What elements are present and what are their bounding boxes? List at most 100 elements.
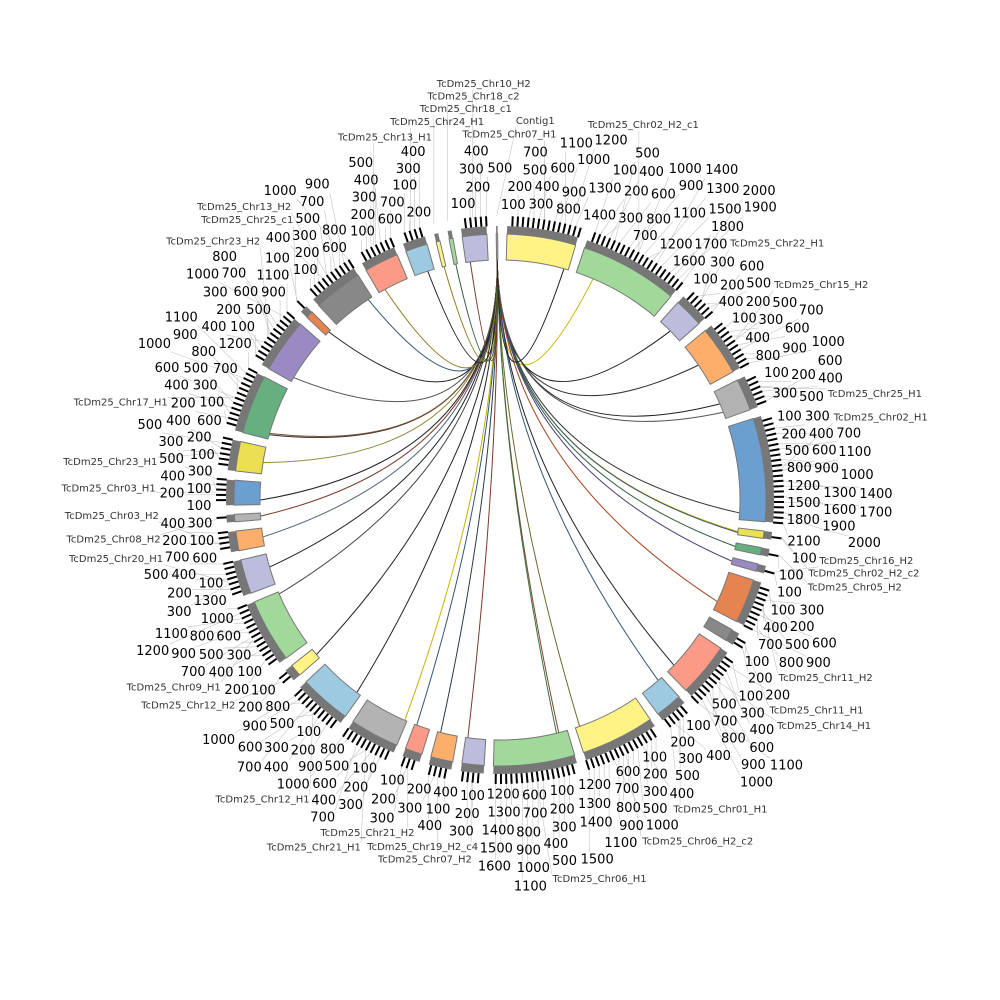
segment-ideogram[interactable] [495,233,499,261]
segment-ideogram[interactable] [240,553,276,594]
tick-mark [355,735,363,746]
segment-ideogram[interactable] [713,379,751,420]
segment-ideogram[interactable] [727,417,767,523]
segment-ideogram[interactable] [242,376,288,440]
tick-label: 500 [246,303,271,318]
label-leader-line [783,496,824,504]
label-leader-line [754,624,780,657]
segment-ideogram[interactable] [233,479,262,506]
tick-mark [384,239,391,250]
segment-tcdm25_chr09_h1[interactable]: 1002003004005006007008009001000110012001… [126,591,308,698]
label-leader-line [261,707,307,761]
segment-ideogram[interactable] [365,254,408,294]
segment-ideogram[interactable] [317,274,373,326]
segment-ideogram[interactable] [730,557,759,572]
segment-label: TcDm25_Chr18_c1 [419,104,512,115]
segment-ideogram[interactable] [659,301,700,342]
segment-ideogram[interactable] [448,237,459,266]
segment-ideogram[interactable] [492,729,576,767]
tick-band [246,601,287,663]
segment-ideogram[interactable] [305,663,362,718]
segment-ideogram[interactable] [404,723,431,755]
segment-ideogram[interactable] [703,616,733,642]
segment-ideogram[interactable] [574,697,652,754]
segment-tcdm25_chr12_h1[interactable]: 1002003004005006007008009001000TcDm25_Ch… [202,663,362,806]
segment-ideogram[interactable] [575,247,672,317]
label-leader-line [215,359,240,388]
link-10 [496,260,718,603]
segment-ideogram[interactable] [306,311,332,336]
segment-ideogram[interactable] [430,731,458,763]
label-leader-line [619,202,652,243]
tick-label: 700 [758,638,783,653]
segment-tcdm25_chr06_h1[interactable]: 1002003004005006007008009001000110012001… [478,729,647,894]
segment-ideogram[interactable] [641,676,680,715]
segment-ideogram[interactable] [253,591,308,659]
tick-label: 100 [296,725,321,740]
tick-mark [745,619,756,626]
link-11 [496,260,675,666]
label-leader-line [197,342,242,384]
segment-ideogram[interactable] [461,233,489,264]
segment-ideogram[interactable] [666,633,722,692]
segment-ideogram[interactable] [684,329,734,385]
segment-ideogram[interactable] [435,240,447,268]
segment-ideogram[interactable] [712,571,755,623]
tick-label: 900 [173,328,198,343]
segment-ideogram[interactable] [235,440,267,475]
segment-ideogram[interactable] [736,527,765,540]
segment-tcdm25_chr02_h2_c1[interactable]: 1002003004005006007008009001000110012001… [575,120,777,317]
tick-band [496,226,498,235]
segment-tcdm25_chr18_c1[interactable]: TcDm25_Chr18_c1 [419,104,512,268]
tick-label: 200 [344,780,369,795]
segment-ideogram[interactable] [233,512,262,523]
segment-tcdm25_chr21_h1[interactable]: 1002003004005006007008009001000TcDm25_Ch… [266,699,408,854]
segment-ideogram[interactable] [352,699,408,746]
segment-tcdm25_chr13_h2[interactable]: 1002003004005006007008009001000TcDm25_Ch… [196,178,373,326]
tick-label: 300 [805,410,830,425]
segment-label: TcDm25_Chr10_H2 [436,79,531,90]
segment-tcdm25_chr18_c2[interactable]: TcDm25_Chr18_c2 [427,91,520,266]
segment-ideogram[interactable] [505,233,577,271]
segment-ideogram[interactable] [734,542,763,556]
tick-label: 600 [651,187,676,202]
segment-ideogram[interactable] [461,736,487,767]
tick-label: 300 [643,785,668,800]
segment-label: TcDm25_Chr21_H1 [266,843,361,854]
segment-ideogram[interactable] [291,648,321,676]
segment-contig1[interactable]: Contig1 [495,116,555,261]
segment-ideogram[interactable] [268,323,321,383]
label-leader-line [395,768,407,793]
segment-ideogram[interactable] [405,243,435,277]
segment-ideogram[interactable] [235,527,266,552]
tick-mark [400,756,406,767]
